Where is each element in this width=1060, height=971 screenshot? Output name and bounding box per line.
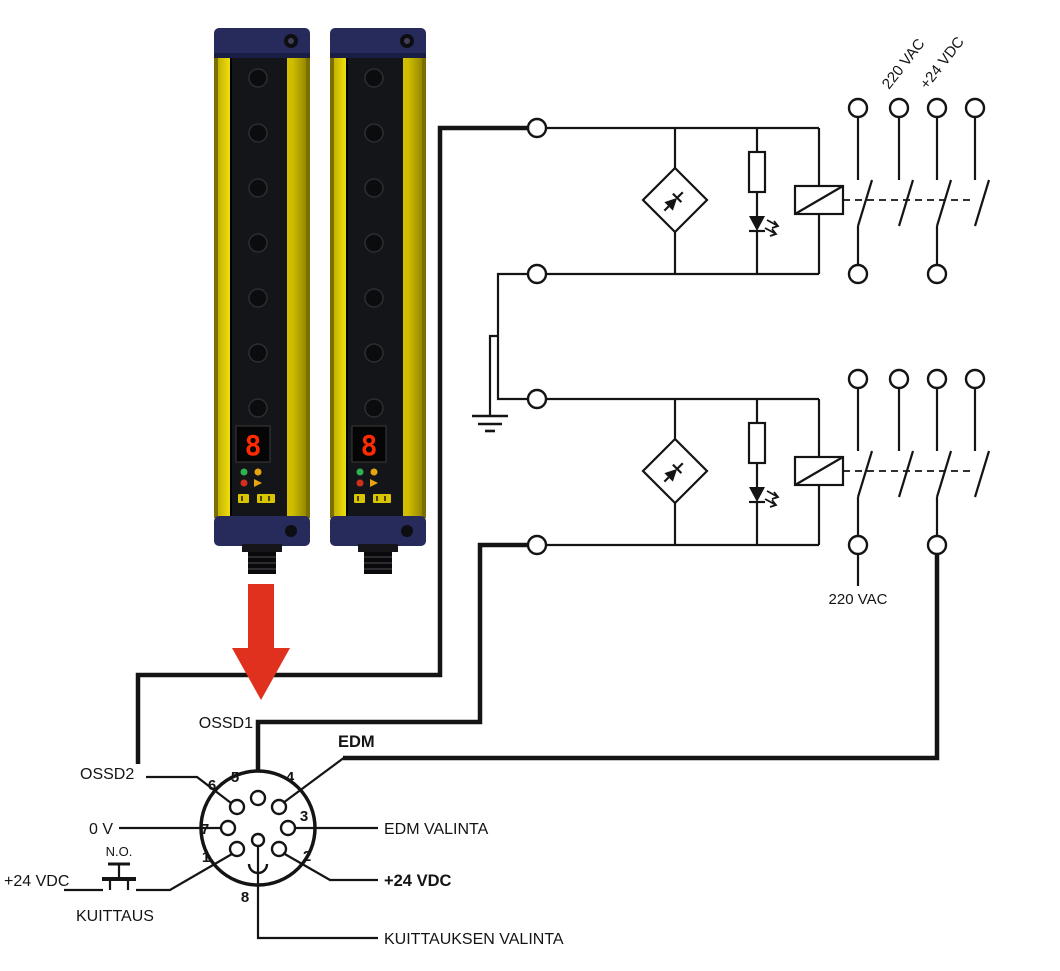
leader-ossd2 (146, 775, 232, 804)
label-24vdc-right: +24 VDC (384, 872, 451, 890)
pin-7-number: 7 (201, 821, 209, 838)
pin-2-number: 2 (303, 848, 311, 865)
safety-light-curtain-left (213, 27, 311, 575)
wire-edm (343, 554, 940, 761)
pin-8 (250, 832, 266, 848)
pin-3-number: 3 (300, 808, 308, 825)
label-220vac-bottom: 220 VAC (829, 591, 888, 608)
pin-5-number: 5 (231, 769, 239, 786)
label-ossd2: OSSD2 (80, 766, 134, 783)
pin-4 (270, 798, 288, 816)
wire-ossd2 (135, 125, 528, 764)
label-no-contact: N.O. (106, 844, 133, 859)
pin-1-number: 1 (202, 849, 210, 866)
label-ossd1: OSSD1 (199, 715, 253, 732)
pin-7 (219, 819, 237, 837)
leader-24vdc (282, 852, 378, 882)
down-arrow-icon (232, 584, 290, 700)
reset-button (64, 853, 233, 892)
pin-6-number: 6 (208, 777, 216, 794)
pin-2 (270, 840, 288, 858)
label-edm: EDM (338, 733, 375, 751)
label-24vdc-left: +24 VDC (4, 873, 69, 890)
label-kuittaus: KUITTAUS (76, 908, 154, 925)
ground-symbol (472, 272, 528, 433)
safety-light-curtain-right (329, 27, 427, 575)
pin-3 (279, 819, 297, 837)
label-edm-valinta: EDM VALINTA (384, 821, 489, 838)
pin-6 (228, 798, 246, 816)
pin-8-number: 8 (241, 889, 249, 906)
leader-edm (282, 756, 346, 804)
wire-ossd1 (255, 542, 528, 791)
leader-pin1 (136, 853, 233, 892)
pin-4-number: 4 (286, 769, 295, 786)
wire-reset-select (256, 846, 378, 940)
label-0v: 0 V (89, 821, 113, 838)
pin-5 (249, 789, 267, 807)
pin-1 (228, 840, 246, 858)
label-kuittauksen-valinta: KUITTAUKSEN VALINTA (384, 931, 564, 948)
